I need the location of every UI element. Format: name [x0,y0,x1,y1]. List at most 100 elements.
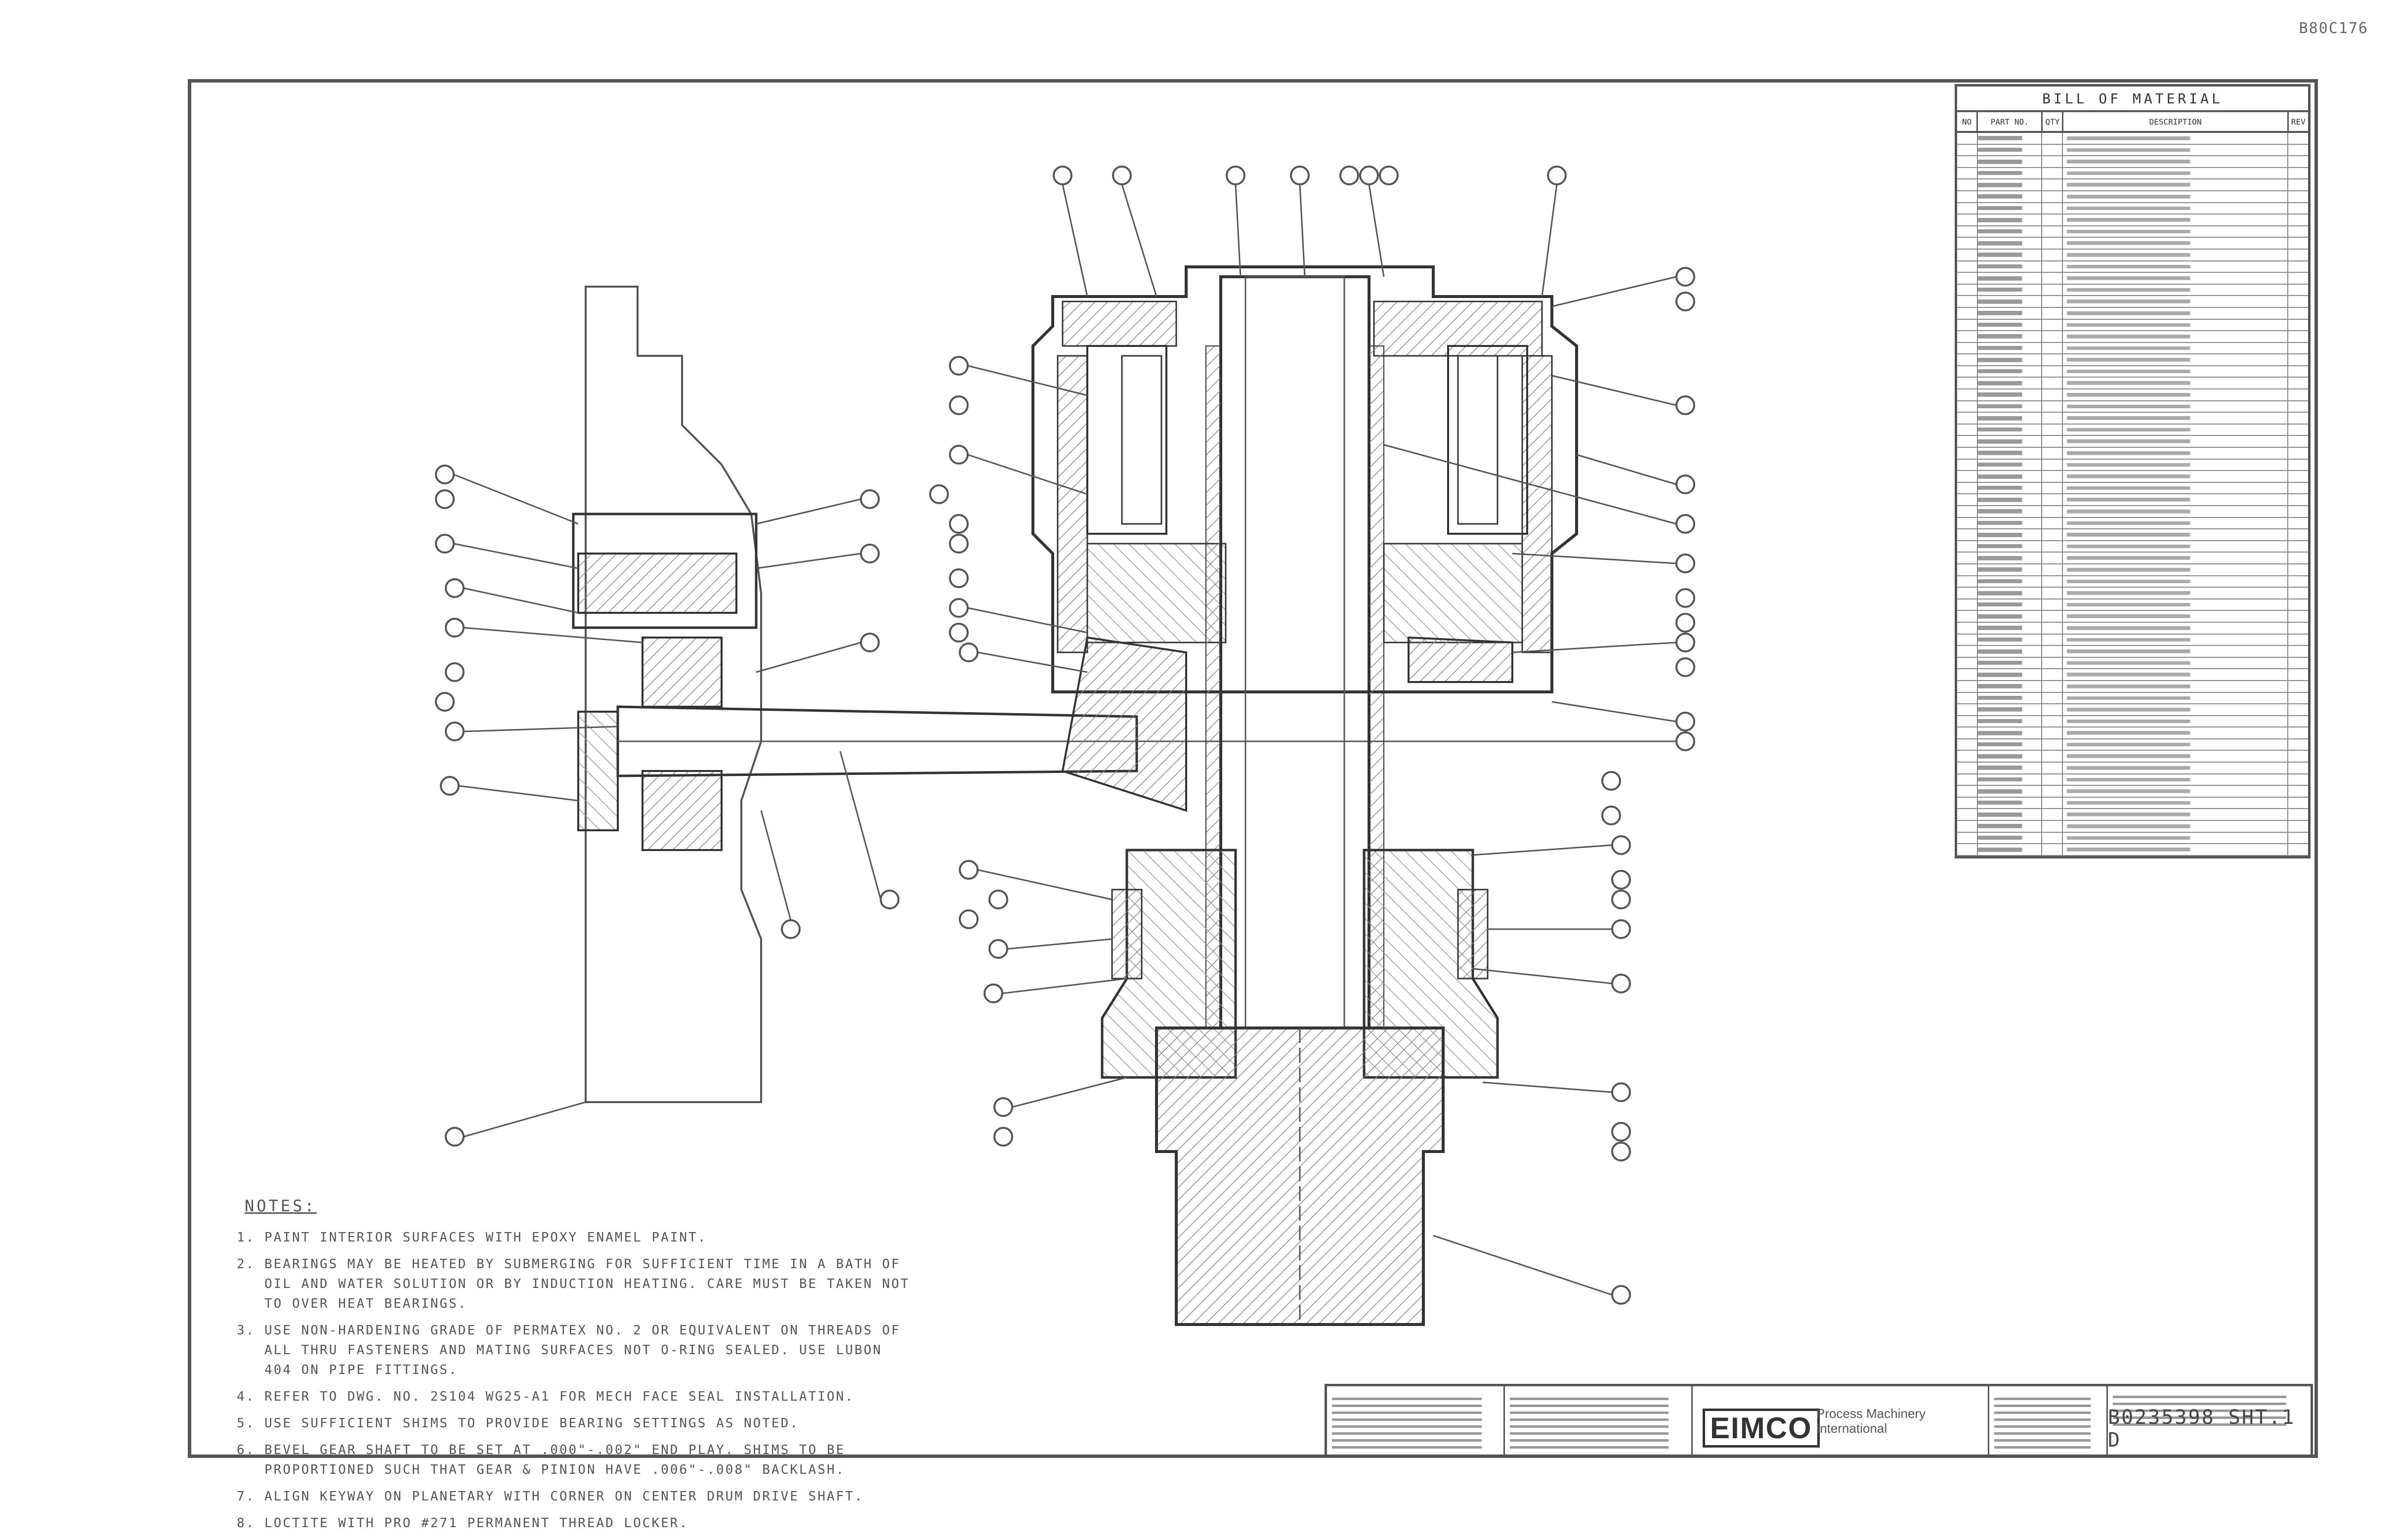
bom-row [1957,471,2308,483]
bom-cell [2288,366,2308,377]
bom-cell [1977,844,2043,855]
bom-cell [2288,425,2308,435]
bom-row [1957,249,2308,261]
note-item: USE SUFFICIENT SHIMS TO PROVIDE BEARING … [264,1413,912,1433]
bom-cell [2042,296,2063,307]
bom-cell [2062,413,2289,424]
bom-cell [1957,832,1978,844]
bom-row [1957,273,2308,285]
bom-cell [2288,727,2308,738]
bom-cell [1957,821,1978,832]
leader-lines [453,184,1677,1296]
bom-cell [1977,506,2043,517]
bom-cell [1957,529,1978,540]
bom-cell [1957,226,1978,237]
bom-row [1957,669,2308,681]
bom-cell [1977,226,2043,237]
bom-row [1957,156,2308,168]
corner-reference: B80C176 [2299,20,2368,37]
bom-cell [1977,133,2043,144]
bom-cell [2042,424,2063,435]
bom-cell [1957,622,1978,634]
bom-cell [2288,646,2308,657]
bom-cell [2042,179,2063,190]
bom-cell [1957,588,1978,599]
bom-cell [2062,832,2289,844]
bom-cell [2288,763,2308,773]
pinion-housing [572,513,758,629]
note-item: BEARINGS MAY BE HEATED BY SUBMERGING FOR… [264,1254,912,1314]
bom-cell [1977,692,2043,704]
bom-cell [2288,809,2308,820]
bom-cell [1957,541,1978,552]
bom-cell [2062,261,2289,272]
bom-row [1957,716,2308,728]
bom-cell [2288,238,2308,249]
bom-cell [2042,261,2063,272]
bom-cell [2288,308,2308,319]
bom-cell [2288,460,2308,471]
bom-cell [2062,249,2289,260]
bom-cell [2288,599,2308,610]
bom-cell [2288,553,2308,563]
bom-cell [2062,657,2289,669]
bevel-gear [1061,636,1187,812]
bom-cell [1977,179,2043,190]
bom-cell [2288,273,2308,284]
bom-row [1957,494,2308,506]
coupling [577,711,619,831]
bom-cell [2042,541,2063,552]
bom-cell [2042,809,2063,820]
note-item: ALIGN KEYWAY ON PLANETARY WITH CORNER ON… [264,1487,912,1506]
note-item: PAINT INTERIOR SURFACES WITH EPOXY ENAME… [264,1228,912,1247]
bom-row [1957,482,2308,495]
bom-row [1957,261,2308,273]
bom-row [1957,179,2308,191]
bom-cell [2288,413,2308,424]
bom-cell [1957,809,1978,820]
approval-block [1989,1386,2108,1455]
bom-row [1957,657,2308,670]
bom-row [1957,797,2308,810]
bom-cell [1957,191,1978,202]
bom-cell [2288,320,2308,331]
bom-cell [2062,203,2289,214]
bom-row [1957,424,2308,436]
bom-cell [2042,156,2063,167]
bom-cell [2042,797,2063,809]
bom-cell [2042,378,2063,389]
bom-cell [2288,179,2308,190]
bom-cell [1957,751,1978,762]
bom-cell [1977,424,2043,435]
bom-row [1957,378,2308,390]
bom-cell [2062,611,2289,622]
bom-cell [1977,763,2043,773]
bom-cell [2288,798,2308,809]
bom-column-headers: NO PART NO. QTY DESCRIPTION REV [1957,112,2308,133]
bom-cell [1957,261,1978,272]
eimco-logo: EIMCO [1703,1409,1820,1448]
bom-row [1957,144,2308,157]
bom-row [1957,774,2308,786]
drawing-number: B0235398 SHT.1 D [2108,1406,2296,1452]
drawing-title-block: B0235398 SHT.1 D [2108,1386,2311,1455]
bom-row [1957,576,2308,588]
bom-cell [1977,797,2043,809]
bom-cell [2042,588,2063,599]
bom-cell [2042,646,2063,657]
bom-cell [2288,156,2308,167]
bom-cell [2042,494,2063,505]
bom-cell [1957,657,1978,669]
bom-cell [2288,354,2308,365]
bom-cell [2042,669,2063,680]
bom-cell [2288,506,2308,517]
bom-cell [1957,482,1978,494]
bom-cell [1977,319,2043,331]
bom-cell [1957,366,1978,377]
bom-cell [2062,436,2289,447]
bom-row [1957,529,2308,541]
bom-cell [2042,716,2063,727]
bom-cell [2062,506,2289,517]
center-shaft [1219,275,1370,1029]
